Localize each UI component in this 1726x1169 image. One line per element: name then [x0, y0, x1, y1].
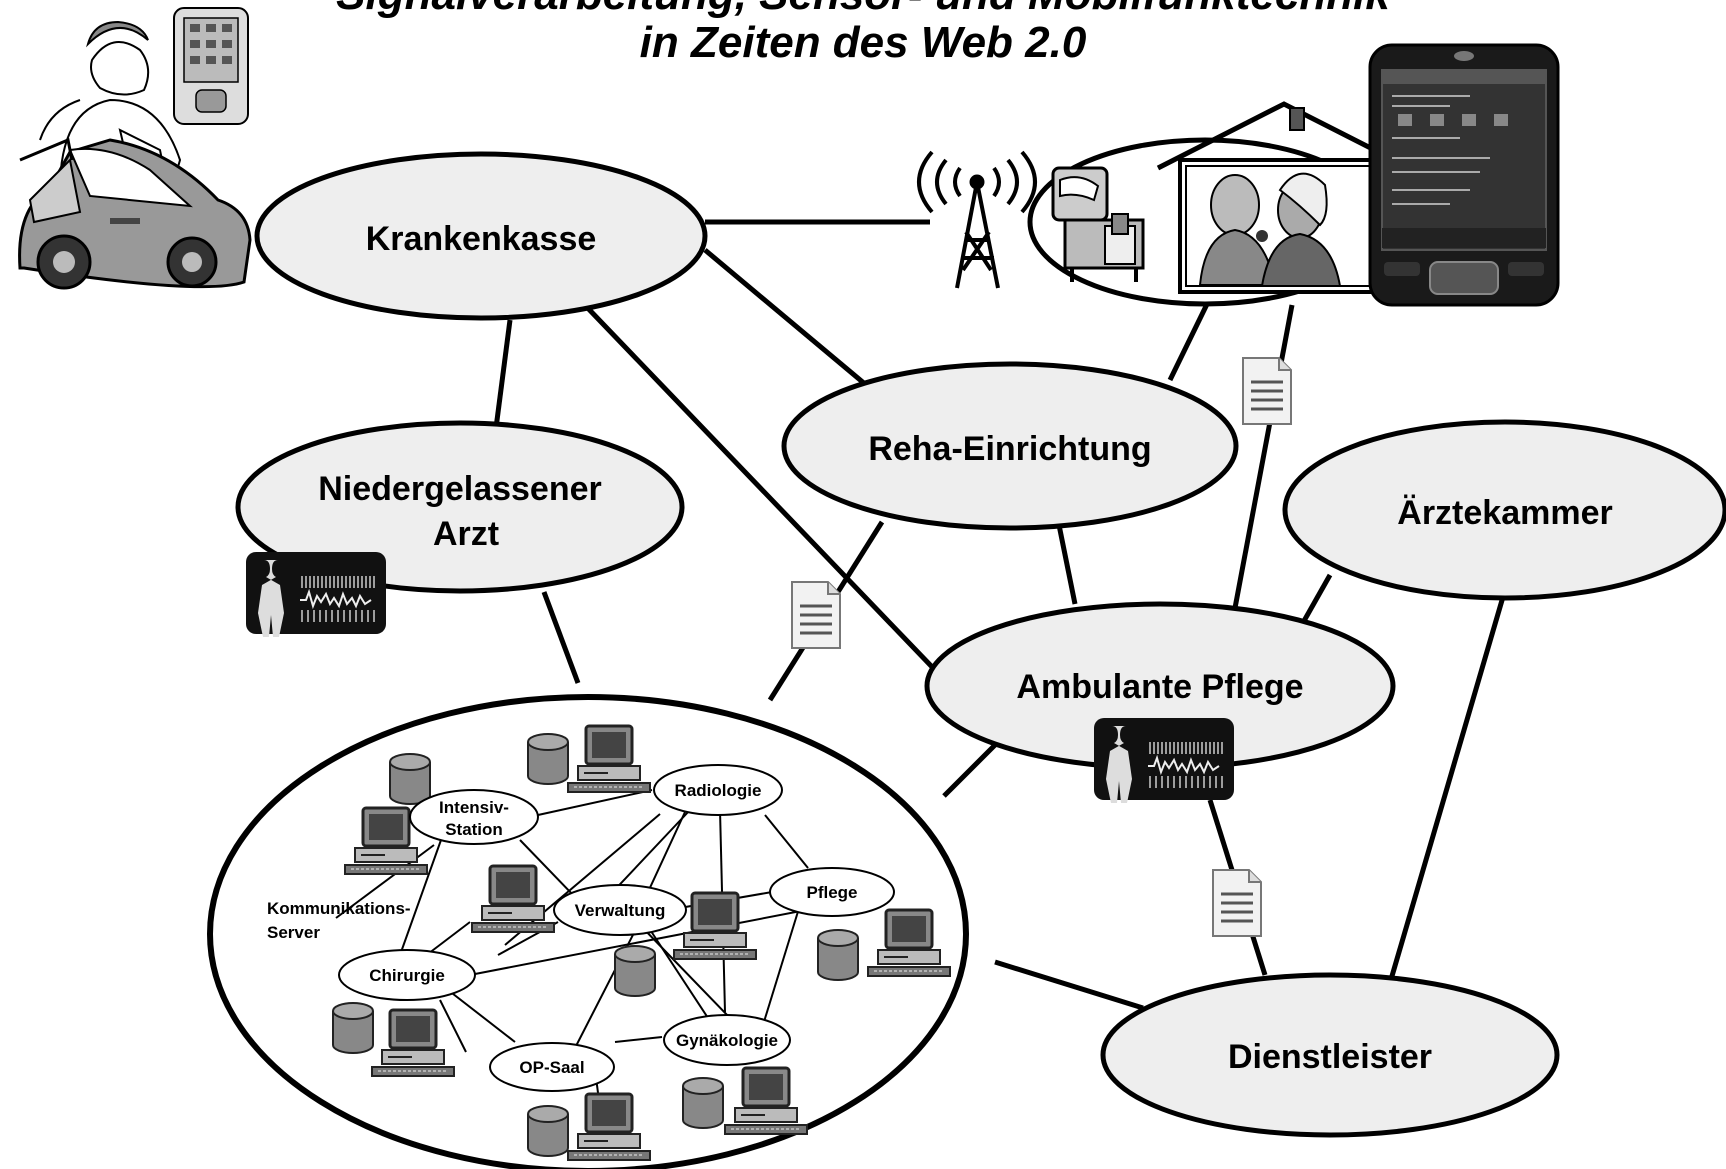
document-icon: [1241, 356, 1293, 426]
label-dienstleister: Dienstleister: [1228, 1038, 1432, 1076]
car-icon: [18, 137, 252, 290]
title-line-1: Signalverarbeitung, Sensor- und Mobilfun…: [0, 0, 1726, 20]
dept-pflege[interactable]: [769, 867, 895, 917]
label-aerztekammer: Ärztekammer: [1397, 494, 1612, 532]
node-reha-einrichtung[interactable]: [781, 361, 1239, 531]
label-gynaekologie: Gynäkologie: [676, 1031, 778, 1050]
title-line-2: in Zeiten des Web 2.0: [639, 18, 1087, 67]
ecg-monitor-icon: [245, 551, 387, 638]
label-server-line1: Kommunikations-: [267, 899, 411, 918]
label-ambulante-pflege: Ambulante Pflege: [1016, 668, 1303, 706]
smartphone-icon: [1368, 43, 1560, 307]
dept-intensiv-station[interactable]: [409, 789, 539, 845]
node-krankenkasse[interactable]: [254, 151, 708, 321]
dept-chirurgie[interactable]: [338, 949, 476, 1001]
label-arzt-line2: Arzt: [433, 515, 499, 553]
dept-gynaekologie[interactable]: [663, 1014, 791, 1066]
database-icon: [682, 1077, 724, 1129]
label-pflege: Pflege: [806, 883, 857, 902]
database-icon: [527, 733, 569, 785]
label-chirurgie: Chirurgie: [369, 966, 445, 985]
label-intensiv-line2: Station: [445, 820, 503, 839]
label-arzt-line1: Niedergelassener: [318, 470, 602, 508]
label-verwaltung: Verwaltung: [575, 901, 666, 920]
elderly-couple-house-icon: [1156, 101, 1412, 294]
database-icon: [332, 1002, 374, 1054]
dept-verwaltung[interactable]: [553, 884, 687, 936]
label-radiologie: Radiologie: [675, 781, 762, 800]
database-icon: [614, 945, 656, 997]
database-icon: [527, 1105, 569, 1157]
database-icon: [389, 753, 431, 805]
antenna-icon: [917, 150, 1037, 289]
node-niedergelassener-arzt[interactable]: [235, 420, 685, 594]
label-server-line2: Server: [267, 923, 320, 942]
node-dienstleister[interactable]: [1100, 972, 1560, 1138]
label-krankenkasse: Krankenkasse: [366, 220, 597, 258]
connection-lines: [493, 219, 1508, 1011]
document-icon: [790, 580, 842, 650]
dept-radiologie[interactable]: [653, 764, 783, 816]
database-icon: [817, 929, 859, 981]
hospital-bed-icon: [1051, 166, 1145, 282]
label-reha-einrichtung: Reha-Einrichtung: [868, 430, 1151, 468]
node-aerztekammer[interactable]: [1282, 419, 1726, 601]
label-op-saal: OP-Saal: [519, 1058, 584, 1077]
document-icon: [1211, 868, 1263, 938]
dept-op-saal[interactable]: [489, 1042, 615, 1092]
label-intensiv-line1: Intensiv-: [439, 798, 509, 817]
ecg-monitor-icon: [1093, 717, 1235, 804]
